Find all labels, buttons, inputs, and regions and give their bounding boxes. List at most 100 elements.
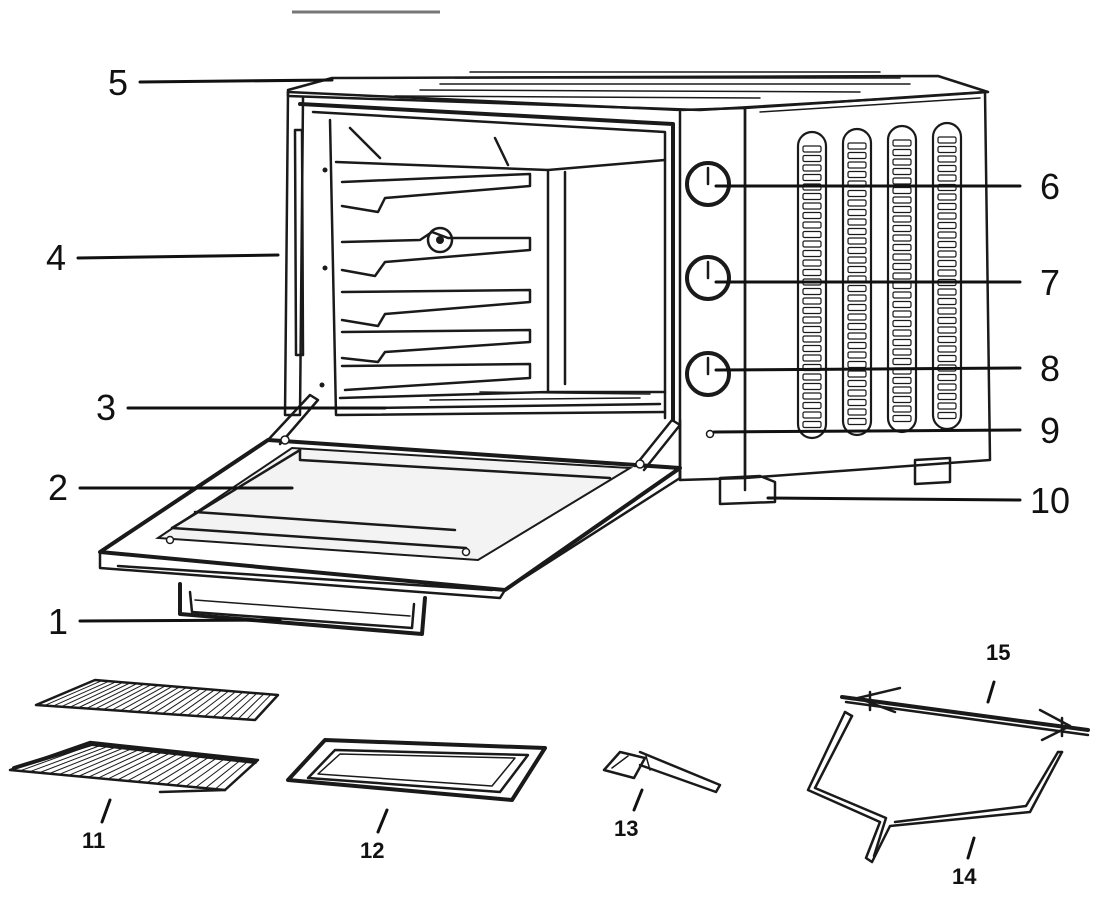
leader-15 <box>986 680 996 704</box>
vent-louver <box>802 420 822 429</box>
vent-louver <box>937 345 957 353</box>
rack-wire <box>178 689 215 716</box>
vent-louver <box>802 192 822 201</box>
vent-louver <box>937 145 957 154</box>
vent-louver <box>892 405 912 413</box>
vent-louver <box>802 325 822 334</box>
vent-louver <box>937 297 957 306</box>
side-vents <box>796 121 963 440</box>
leader-10 <box>766 496 1022 502</box>
callout-14: 14 <box>952 864 977 889</box>
vent-louver <box>937 250 957 258</box>
vent-louver <box>847 408 867 416</box>
vent-louver <box>847 303 867 312</box>
tray-outer <box>286 738 547 802</box>
spit-rod <box>840 695 1090 732</box>
callout-15: 15 <box>986 640 1010 665</box>
callout-4: 4 <box>46 237 66 278</box>
vent-louver <box>892 357 912 366</box>
vent-louver <box>847 142 867 150</box>
vent-louver <box>847 370 867 378</box>
vent-louver <box>892 348 912 356</box>
vent-louver <box>892 224 912 233</box>
rack-wire <box>187 689 222 716</box>
vent-louver <box>802 382 822 391</box>
rack-wire <box>185 756 228 787</box>
vent-louver <box>847 351 867 359</box>
rack-wire <box>58 745 129 776</box>
vent-louver <box>847 170 867 179</box>
rack-wire <box>19 742 98 772</box>
callout-numbers: 5 4 3 2 1 6 7 8 9 10 11 12 13 14 15 <box>46 62 1070 889</box>
cavity-back-left <box>334 160 550 400</box>
vent-louver <box>847 237 867 245</box>
vent-louver <box>937 316 957 325</box>
callout-9: 9 <box>1040 410 1060 451</box>
rack-wire <box>86 683 138 709</box>
tray-handle-clip <box>602 750 647 780</box>
vent-louver <box>937 136 957 144</box>
rack-wire <box>145 687 187 713</box>
rack-wire <box>170 688 208 715</box>
vent-louver <box>892 291 912 299</box>
rack-wire <box>214 758 251 790</box>
vent-louver <box>847 313 867 321</box>
callout-2: 2 <box>48 467 68 508</box>
rack-wire <box>39 743 114 774</box>
vent-louver <box>802 335 822 343</box>
vent-louver <box>802 164 822 172</box>
vent-louver <box>937 288 957 296</box>
vent-louver <box>847 294 867 302</box>
rack-wire <box>107 749 167 780</box>
vent-louver <box>802 373 822 381</box>
rack-wire <box>128 685 173 712</box>
vent-louver <box>892 329 912 337</box>
rack-wire <box>204 691 237 717</box>
vent-louver <box>802 145 822 153</box>
vent-louver <box>937 392 957 401</box>
vent-louver <box>847 208 867 217</box>
wire-racks <box>8 678 280 794</box>
vent-louver <box>847 332 867 340</box>
vent-louver <box>892 300 912 309</box>
rack-wire <box>29 743 106 773</box>
door-glass <box>155 446 634 562</box>
vent-louver <box>847 389 867 397</box>
vent-louver <box>802 354 822 362</box>
callout-7: 7 <box>1040 262 1060 303</box>
vent-louver <box>802 211 822 220</box>
vent-louver <box>802 249 822 258</box>
vent-louver <box>847 379 867 388</box>
door-handle <box>178 582 427 636</box>
rack-wire <box>61 681 117 708</box>
vent-louver <box>892 319 912 328</box>
vent-louver <box>847 417 867 426</box>
leader-5 <box>138 78 334 84</box>
rack-wire <box>119 685 166 712</box>
vent-louver <box>892 386 912 394</box>
vent-louver <box>847 322 867 331</box>
vent-louver <box>892 376 912 385</box>
rack-wire <box>87 748 152 778</box>
rack-wire <box>220 692 251 719</box>
rack-wire <box>156 753 205 785</box>
leader-4 <box>76 253 280 260</box>
rack-wire <box>52 680 110 707</box>
vent-louver <box>937 326 957 334</box>
rack-wire <box>237 693 265 720</box>
vent-louver <box>847 398 867 407</box>
vent-louver <box>847 265 867 274</box>
vent-louver <box>847 284 867 293</box>
callout-8: 8 <box>1040 348 1060 389</box>
leader-8 <box>714 366 1022 372</box>
vent-louver <box>937 193 957 201</box>
vent-louver <box>937 335 957 344</box>
vent-louver <box>937 269 957 277</box>
bottom-heater <box>373 402 662 410</box>
rack-wire <box>117 750 175 781</box>
vent-louver <box>937 373 957 382</box>
vent-louver <box>937 164 957 173</box>
hinge-right <box>633 418 682 472</box>
callout-1: 1 <box>48 601 68 642</box>
vent-louver <box>847 151 867 160</box>
